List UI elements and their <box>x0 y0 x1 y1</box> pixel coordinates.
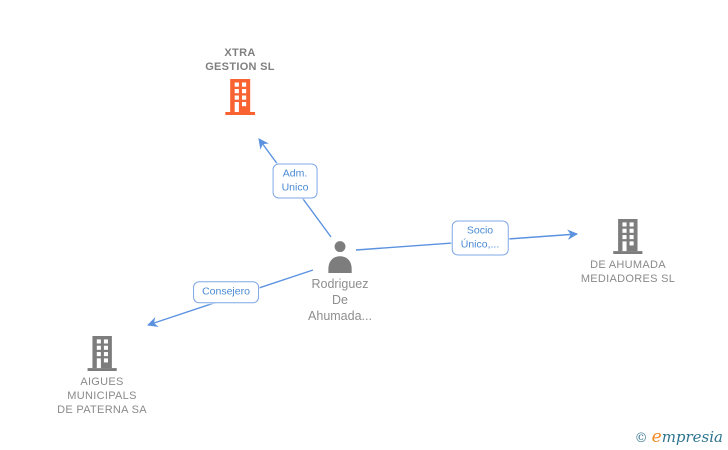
edge-label-socio-unico[interactable]: Socio Único,... <box>451 220 509 256</box>
person-name: Rodriguez De Ahumada... <box>308 276 372 324</box>
company-name-line: AIGUES <box>80 376 124 388</box>
building-icon[interactable] <box>87 336 117 371</box>
company-name: DE AHUMADA MEDIADORES SL <box>581 258 675 286</box>
empresia-logo: ©empresia <box>635 427 723 447</box>
company-name-line: DE PATERNA SA <box>57 404 147 416</box>
edge-label-line: Adm. <box>282 167 308 180</box>
edge-label-adm-unico[interactable]: Adm. Unico <box>272 163 318 199</box>
edge-label-line: Consejero <box>202 285 250 298</box>
edge-label-line: Unico <box>281 181 309 193</box>
building-icon[interactable] <box>225 79 255 115</box>
company-name-line: MUNICIPALS <box>67 390 137 402</box>
person-name-line: Rodriguez <box>311 277 369 291</box>
company-name: XTRA GESTION SL <box>205 46 275 74</box>
edge-label-consejero[interactable]: Consejero <box>193 281 259 303</box>
edge-label-line: Único,... <box>460 238 500 250</box>
copyright-icon: © <box>634 431 648 446</box>
person-name-line: De <box>332 293 348 307</box>
node-xtra-gestion[interactable]: XTRA GESTION SL <box>205 46 275 119</box>
edge-label-line: Socio <box>466 224 494 237</box>
company-name-line: DE AHUMADA <box>590 259 666 271</box>
person-icon[interactable] <box>327 240 353 273</box>
company-name-line: GESTION SL <box>205 61 275 73</box>
brand-name: mpresia <box>661 428 723 446</box>
person-name-line: Ahumada... <box>308 309 372 323</box>
building-icon[interactable] <box>613 219 643 254</box>
node-person-rodriguez[interactable]: Rodriguez De Ahumada... <box>308 240 372 324</box>
brand-first-letter: e <box>651 427 662 447</box>
company-name-line: MEDIADORES SL <box>580 273 676 285</box>
node-aigues-municipals[interactable]: AIGUES MUNICIPALS DE PATERNA SA <box>57 336 147 417</box>
node-de-ahumada-mediadores[interactable]: DE AHUMADA MEDIADORES SL <box>581 219 675 286</box>
company-name-line: XTRA <box>224 47 256 59</box>
company-name: AIGUES MUNICIPALS DE PATERNA SA <box>57 375 147 417</box>
